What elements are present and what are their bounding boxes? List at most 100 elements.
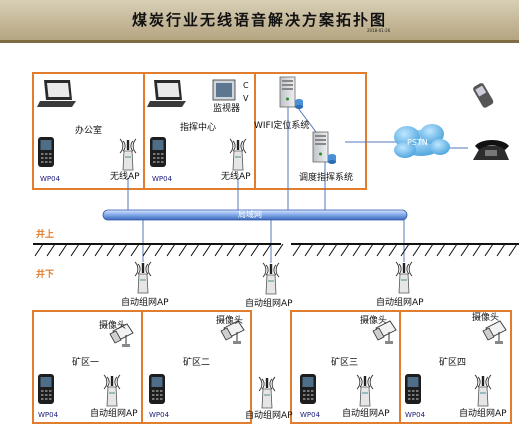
monitor-label: 监视器 <box>213 104 241 114</box>
ground-hatch-line <box>316 243 326 257</box>
office-ap-label: 无线AP <box>110 172 140 182</box>
office-laptop-icon <box>37 80 76 107</box>
camera-icon <box>482 320 507 345</box>
office-phone-label: WP04 <box>40 175 61 183</box>
wifi-server-icon <box>279 76 304 110</box>
ground-hatch-line <box>460 243 470 257</box>
ground-hatch-line <box>202 243 212 257</box>
ground-hatch-line <box>106 243 116 257</box>
ground-hatch-line <box>436 243 446 257</box>
ground-hatch-line <box>250 243 260 257</box>
ground-hatch-line <box>130 243 140 257</box>
underground-label: 井下 <box>36 270 55 280</box>
office-ap-icon <box>119 138 137 171</box>
ground-right <box>291 243 519 257</box>
ground-hatch-line <box>304 243 314 257</box>
lan-bus <box>102 209 408 221</box>
zone-ap-icon <box>474 374 492 407</box>
ground-hatch-line <box>508 243 518 257</box>
date-stamp: 2018-01-26 <box>367 28 391 33</box>
title-banner <box>0 0 519 42</box>
ground-hatch-line <box>376 243 386 257</box>
zone-ap-label: 自动组网AP <box>90 409 138 419</box>
command-laptop-icon <box>147 80 186 107</box>
ground-hatch-line <box>226 243 236 257</box>
underground-ap-label: 自动组网AP <box>376 298 424 308</box>
server-box <box>254 72 367 190</box>
ground-hatch-line <box>292 243 302 257</box>
page-title: 煤炭行业无线语音解决方案拓扑图 <box>131 11 387 29</box>
underground-ap-label: 自动组网AP <box>121 298 169 308</box>
ground-hatch-line <box>472 243 482 257</box>
cv-label: C V <box>243 81 249 103</box>
ground-hatch-line <box>214 243 224 257</box>
ground-hatch-line <box>178 243 188 257</box>
ground-hatch-line <box>94 243 104 257</box>
ground-hatch-line <box>190 243 200 257</box>
zone-phone-icon <box>405 374 421 404</box>
zone-phone-icon <box>38 374 54 404</box>
command-center-label: 指挥中心 <box>180 123 217 133</box>
camera-label: 摄像头 <box>99 321 127 331</box>
surface-label: 井上 <box>36 230 55 240</box>
ground-hatch-line <box>424 243 434 257</box>
office-phone-icon <box>38 137 54 167</box>
ground-hatch-line <box>448 243 458 257</box>
zone-ap-icon <box>258 376 276 409</box>
ground-hatch-line <box>238 243 248 257</box>
zone-label-4: 矿区四 <box>439 358 467 368</box>
ground-hatch-line <box>496 243 506 257</box>
wifi-system-label: WIFI定位系统 <box>254 121 310 131</box>
command-phone-icon <box>150 137 166 167</box>
zone-phone-icon <box>300 374 316 404</box>
zone-ap-label: 自动组网AP <box>459 409 507 419</box>
zone-phone-icon <box>149 374 165 404</box>
zone-box-4 <box>399 310 512 424</box>
ground-hatch-line <box>46 243 56 257</box>
lan-label: 局域网 <box>238 210 262 219</box>
underground-ap-icon <box>395 261 413 294</box>
ground-hatch-line <box>70 243 80 257</box>
ground-hatch-line <box>58 243 68 257</box>
uplink-lines <box>127 95 468 263</box>
office-label: 办公室 <box>75 126 103 136</box>
command-phone-label: WP04 <box>152 175 173 183</box>
pstn-cloud <box>394 124 450 158</box>
ground-hatch-line <box>118 243 128 257</box>
ground-hatch-line <box>274 243 284 257</box>
monitor-icon <box>212 79 236 101</box>
underground-ap-icon <box>134 261 152 294</box>
camera-label: 摄像头 <box>472 313 500 323</box>
ground-hatch-line <box>262 243 272 257</box>
ground-left <box>33 243 284 257</box>
zone-ap-icon <box>103 374 121 407</box>
command-ap-icon <box>229 138 247 171</box>
ground-hatch-line <box>484 243 494 257</box>
desk-phone-icon <box>473 140 509 160</box>
ground-hatch-line <box>340 243 350 257</box>
ground-hatch-line <box>364 243 374 257</box>
zone-phone-label: WP04 <box>38 411 59 419</box>
ground-hatch-line <box>154 243 164 257</box>
zone-ap-label: 自动组网AP <box>342 409 390 419</box>
camera-label: 摄像头 <box>216 316 244 326</box>
zone-label-2: 矿区二 <box>183 358 211 368</box>
underground-ap-icon <box>262 262 280 295</box>
ground-hatch-line <box>142 243 152 257</box>
zone-phone-label: WP04 <box>149 411 170 419</box>
dispatch-system-label: 调度指挥系统 <box>299 173 354 183</box>
ground-hatch-line <box>412 243 422 257</box>
ground-hatch-line <box>34 243 44 257</box>
zone-ap-label: 自动组网AP <box>245 411 293 421</box>
zone-box-2 <box>141 310 252 424</box>
zone-phone-label: WP04 <box>405 411 426 419</box>
command-ap-label: 无线AP <box>221 172 251 182</box>
ground-hatch-line <box>388 243 398 257</box>
ground-hatch-line <box>400 243 410 257</box>
zone-label-3: 矿区三 <box>331 358 359 368</box>
mobile-phone-icon <box>473 83 494 108</box>
ground-hatch-line <box>166 243 176 257</box>
dispatch-server-icon <box>312 131 337 165</box>
title-underline <box>0 40 519 43</box>
